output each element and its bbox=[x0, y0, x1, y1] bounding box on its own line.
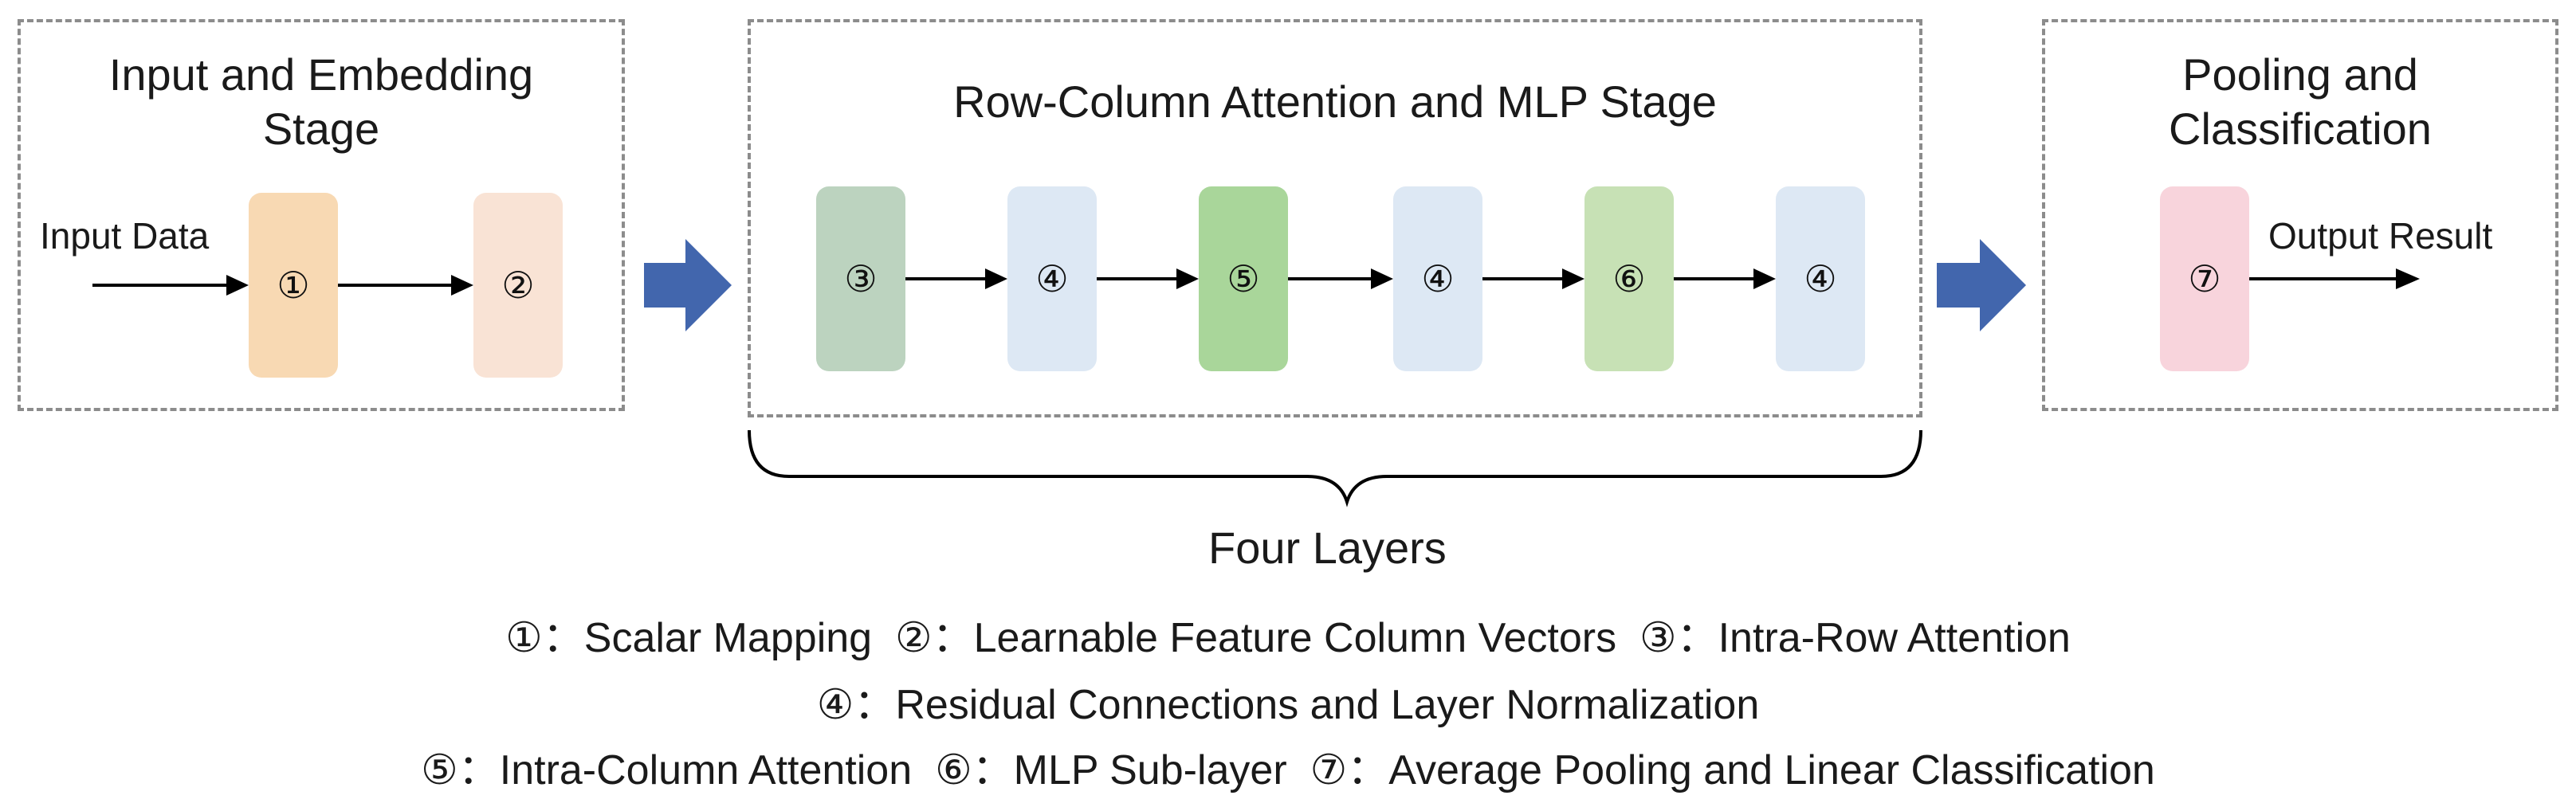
legend-item-mlp-sublayer: ⑥：MLP Sub-layer bbox=[935, 747, 1287, 793]
pooling-classification-stage bbox=[2042, 19, 2558, 411]
block-scalar-mapping: ① bbox=[249, 193, 338, 378]
legend-line-1: ①：Scalar Mapping ②：Learnable Feature Col… bbox=[0, 610, 2576, 666]
input-stage-title: Input and Embedding Stage bbox=[18, 48, 625, 156]
pooling-stage-title-line1: Pooling and bbox=[2182, 49, 2418, 100]
input-stage-title-line1: Input and Embedding bbox=[108, 49, 534, 100]
big-arrow-stage1-to-stage2 bbox=[644, 239, 732, 331]
four-layers-label: Four Layers bbox=[1208, 523, 1447, 573]
legend-item-intra-row-attention: ③：Intra-Row Attention bbox=[1639, 615, 2071, 661]
legend-line-2: ④：Residual Connections and Layer Normali… bbox=[0, 677, 2576, 733]
legend-item-scalar-mapping: ①：Scalar Mapping bbox=[505, 615, 873, 661]
arrowhead-b6-to-b4c bbox=[1753, 268, 1776, 289]
pooling-stage-title: Pooling and Classification bbox=[2042, 48, 2558, 156]
input-data-label: Input Data bbox=[40, 215, 210, 257]
input-embedding-stage bbox=[18, 19, 625, 411]
arrowhead-b5-to-b4b bbox=[1371, 268, 1393, 289]
arrowhead-b7-to-output bbox=[2396, 268, 2420, 289]
big-arrow-stage2-to-stage3 bbox=[1937, 239, 2026, 331]
legend-item-pooling-classification: ⑦：Average Pooling and Linear Classificat… bbox=[1310, 747, 2155, 793]
legend-line-3: ⑤：Intra-Column Attention ⑥：MLP Sub-layer… bbox=[0, 742, 2576, 798]
block-residual-norm-1: ④ bbox=[1007, 186, 1097, 371]
legend-item-intra-column-attention: ⑤：Intra-Column Attention bbox=[421, 747, 913, 793]
output-result-label: Output Result bbox=[2268, 215, 2493, 257]
block-residual-norm-2: ④ bbox=[1393, 186, 1482, 371]
arrowhead-b4a-to-b5 bbox=[1176, 268, 1199, 289]
attention-mlp-stage bbox=[748, 19, 1922, 417]
block-intra-column-attention: ⑤ bbox=[1199, 186, 1288, 371]
pooling-stage-title-line2: Classification bbox=[2169, 104, 2432, 154]
four-layers-brace bbox=[748, 429, 1922, 507]
block-pooling-classification: ⑦ bbox=[2160, 186, 2249, 371]
legend-item-learnable-feature-vectors: ②：Learnable Feature Column Vectors bbox=[895, 615, 1617, 661]
attention-stage-title: Row-Column Attention and MLP Stage bbox=[953, 76, 1717, 127]
block-residual-norm-3: ④ bbox=[1776, 186, 1865, 371]
legend-item-residual-norm: ④：Residual Connections and Layer Normali… bbox=[816, 682, 1760, 728]
arrowhead-b4b-to-b6 bbox=[1562, 268, 1584, 289]
input-stage-title-line2: Stage bbox=[262, 104, 380, 154]
block-learnable-feature-vectors: ② bbox=[473, 193, 563, 378]
arrowhead-b3-to-b4a bbox=[985, 268, 1007, 289]
block-intra-row-attention: ③ bbox=[816, 186, 905, 371]
arrowhead-b1-to-b2 bbox=[451, 275, 473, 296]
block-mlp-sublayer: ⑥ bbox=[1584, 186, 1674, 371]
arrowhead-input-to-b1 bbox=[226, 275, 249, 296]
